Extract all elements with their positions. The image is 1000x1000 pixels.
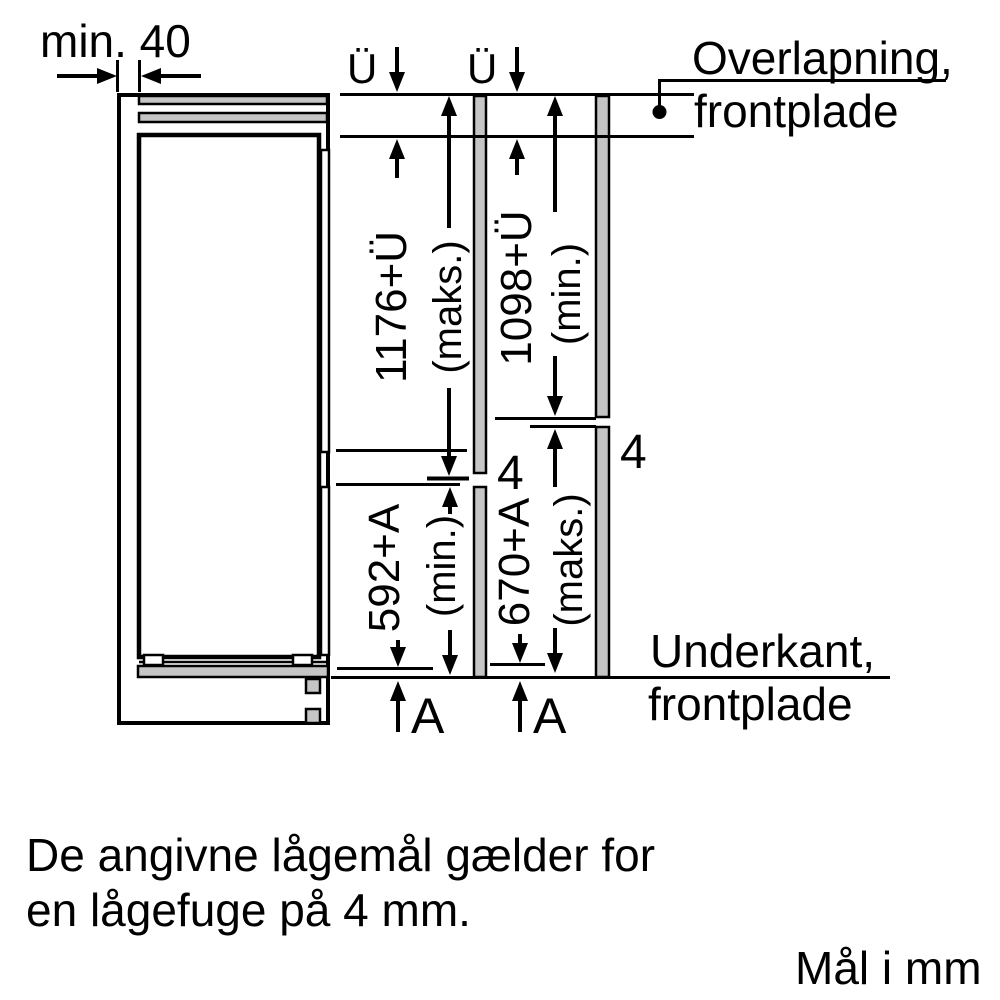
ue-left-label: Ü — [347, 45, 377, 92]
footnotes: De angivne lågemål gælder for en lågefug… — [26, 829, 982, 994]
dim-upper-door-qualifier: (maks.) — [426, 240, 470, 373]
underkant-callout: Underkant, frontplade — [331, 625, 890, 730]
overlap-label-line1: Overlapning, — [692, 32, 953, 84]
offset-left-label: A — [411, 688, 445, 744]
arrow-up-icon — [441, 96, 457, 116]
cabinet-foot-upper — [304, 677, 322, 695]
arrow-up-icon — [442, 487, 458, 507]
door-joint-gap-label: 4 — [497, 447, 524, 500]
dim-lower-panel-value: 670+A — [490, 497, 539, 626]
leader-dot-icon — [652, 105, 667, 119]
dimension-upper-door: 1176+Ü (maks.) — [336, 96, 470, 486]
door-panel-bar-upper — [472, 94, 488, 475]
min-clearance-label: min. 40 — [40, 15, 191, 67]
dimension-lower-panel: 670+A (maks.) — [490, 429, 591, 673]
offset-right-label: A — [533, 688, 567, 744]
appliance-door-edge-lower — [319, 485, 331, 657]
arrow-down-icon — [512, 643, 528, 663]
units-note: Mål i mm — [795, 942, 982, 994]
arrow-up-icon — [547, 96, 563, 116]
arrow-down-icon — [442, 655, 458, 675]
dim-lower-door-qualifier: (min.) — [420, 515, 464, 617]
appliance-door-edge-upper — [319, 148, 331, 454]
appliance-foot-notch-left — [142, 653, 165, 667]
underkant-label-line2: frontplade — [648, 678, 853, 730]
front-panel-bar-lower — [594, 425, 611, 679]
arrow-right-icon — [97, 68, 117, 84]
arrow-up-icon — [547, 429, 563, 449]
footnote-line1: De angivne lågemål gælder for — [26, 829, 655, 881]
arrow-up-icon — [509, 139, 525, 159]
appliance-body — [136, 132, 322, 660]
plinth-panel — [136, 664, 330, 679]
footnote-line2: en lågefuge på 4 mm. — [26, 884, 471, 936]
arrow-up-icon — [389, 139, 405, 159]
dim-lower-door-value: 592+A — [360, 503, 409, 632]
dim-upper-panel-value: 1098+Ü — [492, 210, 541, 365]
cabinet-top-strip-2 — [137, 111, 329, 124]
overlap-label-line2: frontplade — [694, 85, 899, 137]
arrow-up-icon — [390, 681, 406, 701]
arrow-down-icon — [547, 396, 563, 416]
dim-upper-panel-qualifier: (min.) — [545, 243, 589, 345]
arrow-left-icon — [141, 68, 161, 84]
top-overlap-dimension: Ü Ü — [340, 45, 694, 178]
dimension-upper-panel: 1098+Ü (min.) — [492, 96, 596, 428]
cabinet-top-strip-1 — [137, 94, 329, 106]
front-panel-bar-upper — [594, 94, 611, 419]
ue-right-label: Ü — [467, 45, 497, 92]
dim-upper-door-value: 1176+Ü — [367, 231, 416, 383]
dim-lower-panel-qualifier: (maks.) — [547, 493, 591, 626]
min-clearance-dimension: min. 40 — [40, 15, 201, 92]
cabinet-section — [117, 93, 331, 725]
bottom-offset-dimensions: A A — [390, 681, 567, 744]
cabinet-outline — [117, 93, 330, 725]
appliance-foot-notch-right — [291, 653, 314, 667]
arrow-down-icon — [441, 456, 457, 476]
panel-joint-gap-label: 4 — [620, 426, 647, 479]
dimension-lower-door: 592+A (min.) — [337, 487, 464, 675]
arrow-up-icon — [512, 681, 528, 701]
underkant-label-line1: Underkant, — [650, 625, 875, 677]
overlap-callout: Overlapning, frontplade — [652, 32, 953, 137]
arrow-down-icon — [390, 647, 406, 667]
arrow-down-icon — [547, 653, 563, 673]
arrow-down-icon — [509, 72, 525, 92]
cabinet-foot-lower — [304, 707, 322, 725]
door-panel-bar-lower — [472, 485, 488, 679]
arrow-down-icon — [389, 72, 405, 92]
